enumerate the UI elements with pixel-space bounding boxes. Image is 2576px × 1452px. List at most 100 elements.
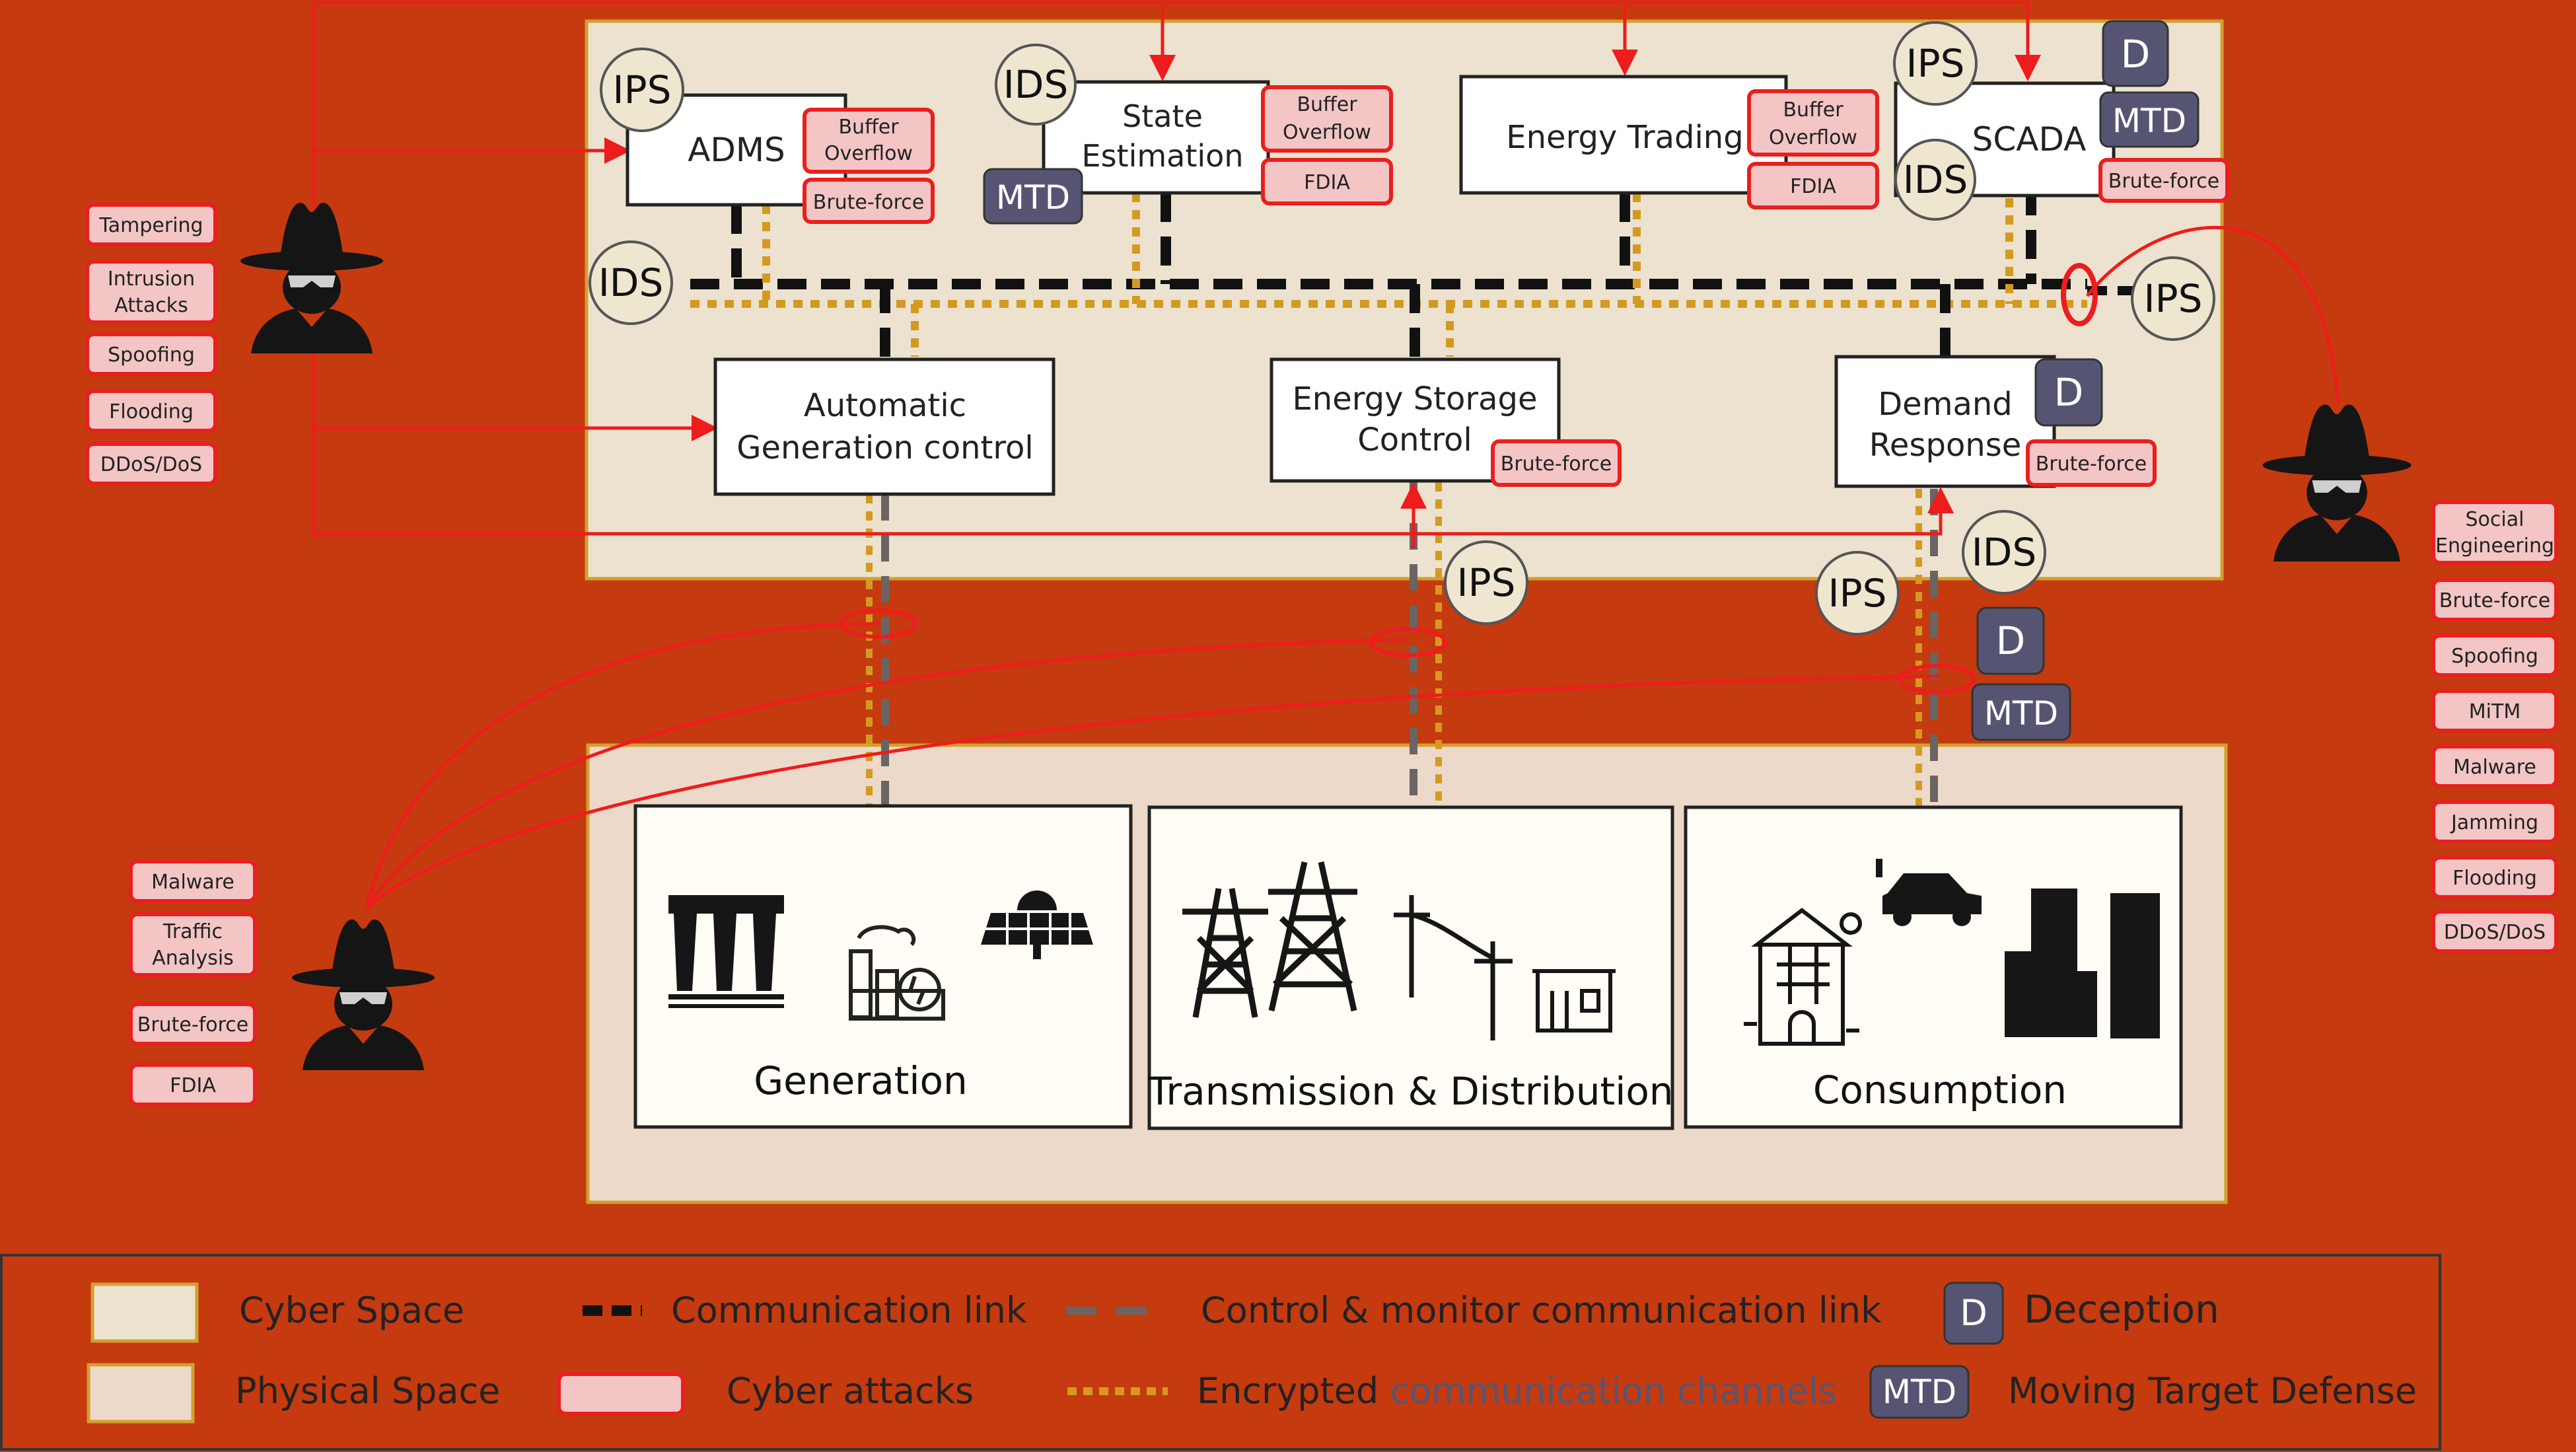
svg-text:IPS: IPS <box>613 67 672 112</box>
attack-tag-dr-brute-force: Brute-force <box>2026 439 2157 487</box>
attack-tag-state-fdia: FDIA <box>1261 158 1393 205</box>
svg-text:Overflow: Overflow <box>1283 121 1371 144</box>
ids-badge: IDS <box>589 240 673 325</box>
legend-attack-label: Cyber attacks <box>727 1370 974 1412</box>
svg-text:FDIA: FDIA <box>1304 171 1350 194</box>
state-estimation-label-1: State <box>1122 98 1203 134</box>
attack-tag-label: Attacks <box>114 294 188 317</box>
legend-control-label: Control & monitor communication link <box>1201 1289 1882 1331</box>
legend-encrypted-label: Encrypted communication channels <box>1197 1370 1837 1412</box>
attack-tag-esc-brute-force: Brute-force <box>1491 439 1622 487</box>
attack-tag: Spoofing <box>85 332 217 376</box>
legend-physical-swatch <box>87 1363 195 1424</box>
svg-text:IDS: IDS <box>1903 157 1968 202</box>
demand-response-label-2: Response <box>1869 427 2022 464</box>
svg-text:D: D <box>1996 618 2026 663</box>
legend-attack-swatch <box>557 1372 685 1416</box>
svg-text:IDS: IDS <box>1972 530 2037 575</box>
energy-trading-label: Energy Trading <box>1506 119 1743 156</box>
deception-badge: D <box>2102 20 2169 87</box>
ids-badge: IDS <box>995 44 1077 126</box>
legend-comm-label: Communication link <box>671 1289 1027 1331</box>
attack-tag: Malware <box>129 859 257 903</box>
attack-tag: MiTM <box>2431 689 2558 733</box>
attack-tag-label: Traffic <box>162 920 223 943</box>
attack-tag-label: Tampering <box>98 214 203 237</box>
ips-badge: IPS <box>1815 551 1900 635</box>
energy-trading-node[interactable]: Energy Trading <box>1459 75 1788 195</box>
attack-tag-adms-brute-force: Brute-force <box>803 178 935 224</box>
demand-response-node[interactable]: Demand Response <box>1834 355 2056 488</box>
solar-home-icon <box>1744 908 1862 1046</box>
attack-tag-label: Spoofing <box>108 344 195 367</box>
attack-tag: Brute-force <box>2431 578 2558 622</box>
generation-label: Generation <box>754 1058 968 1103</box>
transmission-distribution-box[interactable]: Transmission & Distribution <box>1147 805 1674 1130</box>
svg-text:IDS: IDS <box>1003 62 1069 107</box>
electric-car-icon <box>1876 859 1982 926</box>
attack-tag: Flooding <box>85 389 217 433</box>
city-buildings-icon <box>2005 889 2160 1038</box>
legend-mtd-swatch <box>1869 1365 1970 1419</box>
communication-backbone <box>690 186 2140 357</box>
adms-label: ADMS <box>688 131 785 169</box>
svg-text:Brute-force: Brute-force <box>2108 170 2220 193</box>
attack-tag-label: DDoS/DoS <box>2444 921 2546 944</box>
attack-tag-trading-fdia: FDIA <box>1747 162 1879 209</box>
svg-text:MTD: MTD <box>2112 102 2186 140</box>
attack-tag: FDIA <box>129 1063 257 1107</box>
svg-text:MTD: MTD <box>996 178 1070 217</box>
deception-badge: D <box>1976 606 2045 675</box>
svg-text:IPS: IPS <box>2144 276 2203 321</box>
legend-deception-swatch <box>1943 1282 2004 1345</box>
ids-badge: IDS <box>1962 510 2046 595</box>
scada-label: SCADA <box>1972 120 2087 159</box>
svg-text:Buffer: Buffer <box>1783 98 1843 122</box>
energy-storage-label-1: Energy Storage <box>1292 381 1537 417</box>
attack-tag-label: Social <box>2466 508 2524 531</box>
node-attack-tags: Buffer Overflow Brute-force Buffer Overf… <box>803 85 2229 487</box>
energy-storage-label-2: Control <box>1357 421 1472 458</box>
svg-text:Brute-force: Brute-force <box>1501 453 1612 476</box>
ips-badge: IPS <box>1444 540 1528 625</box>
attack-tag-label: Malware <box>151 871 234 894</box>
substation-icon <box>1532 969 1616 1033</box>
svg-text:IPS: IPS <box>1828 571 1887 616</box>
svg-text:Brute-force: Brute-force <box>813 191 925 214</box>
agc-node[interactable]: Automatic Generation control <box>713 357 1055 496</box>
mtd-badge: MTD <box>1971 683 2071 741</box>
attack-tag: Brute-force <box>129 1002 257 1046</box>
attack-tag: Tampering <box>85 203 217 246</box>
power-plant-icon <box>849 925 945 1021</box>
attack-tag-label: Flooding <box>109 400 194 423</box>
legend-mtd-badge: MTD <box>1882 1373 1956 1411</box>
svg-text:D: D <box>2054 370 2084 415</box>
attacker-icon <box>292 919 435 1070</box>
attack-tag-label: Flooding <box>2452 867 2537 890</box>
attack-tag: Malware <box>2431 744 2558 788</box>
generation-box[interactable]: Generation <box>633 804 1133 1129</box>
attack-tag-label: Malware <box>2453 756 2536 779</box>
legend: Cyber Space Physical Space Communication… <box>0 1254 2441 1451</box>
attack-tag-label: Engineering <box>2435 534 2554 558</box>
attack-tag: Jamming <box>2431 800 2558 844</box>
legend-mtd-label: Moving Target Defense <box>2008 1370 2417 1412</box>
legend-cyber-label: Cyber Space <box>239 1289 464 1331</box>
attack-tag: Flooding <box>2431 855 2558 899</box>
svg-text:Buffer: Buffer <box>1297 93 1357 116</box>
svg-text:MTD: MTD <box>1984 694 2058 733</box>
solar-panel-icon <box>981 890 1093 959</box>
svg-text:Buffer: Buffer <box>838 116 899 139</box>
svg-text:Brute-force: Brute-force <box>2036 453 2147 476</box>
attacker-icon <box>2262 404 2412 562</box>
svg-text:D: D <box>2121 32 2151 77</box>
attack-tag-adms-buffer-overflow: Buffer Overflow <box>803 108 935 174</box>
attack-list-right: SocialEngineeringBrute-forceSpoofingMiTM… <box>2431 500 2558 953</box>
svg-text:FDIA: FDIA <box>1790 175 1836 198</box>
consumption-box[interactable]: Consumption <box>1684 805 2183 1129</box>
ids-badge: IDS <box>1894 139 1976 221</box>
